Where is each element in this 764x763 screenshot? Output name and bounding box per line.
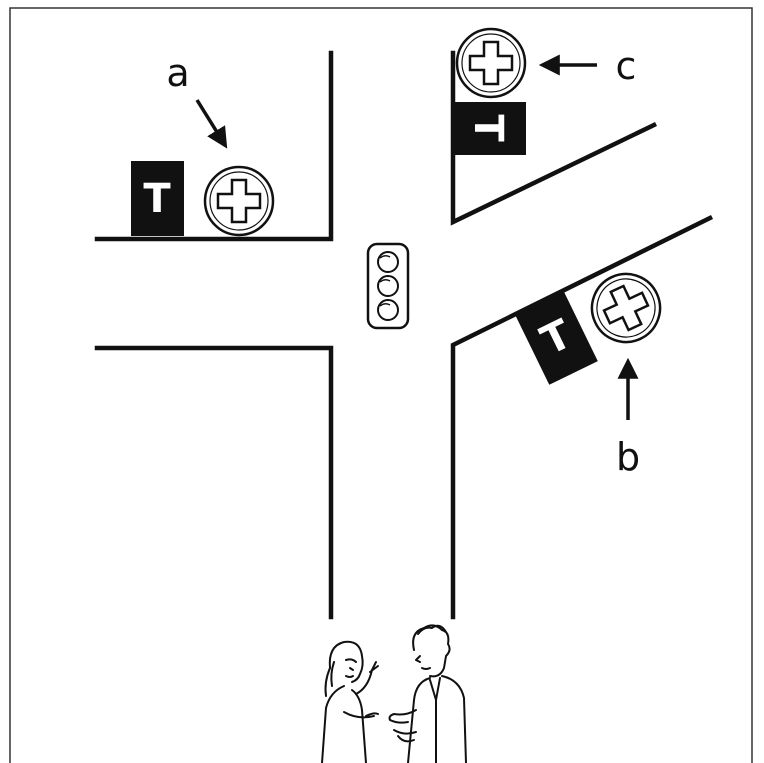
- label-b: b: [616, 435, 640, 479]
- pharmacy-cross-icon-a: [203, 165, 275, 237]
- frame: [9, 7, 753, 763]
- street-top-left-corner: [94, 50, 334, 242]
- telephone-letter-a: T: [143, 176, 171, 222]
- telephone-sign-c: T: [453, 102, 526, 155]
- pharmacy-cross-icon-c: [455, 27, 527, 99]
- street-bottom-right-corner: [450, 214, 714, 620]
- label-c: c: [616, 44, 637, 88]
- label-a: a: [166, 51, 189, 95]
- arrow-a: [195, 99, 228, 149]
- woman-figure: [321, 640, 379, 763]
- people-talking-icon: [321, 624, 467, 763]
- traffic-light-icon: [366, 242, 410, 330]
- telephone-sign-a: T: [131, 161, 184, 236]
- pharmacy-cross-icon-b: [590, 272, 662, 344]
- man-figure: [388, 624, 467, 763]
- street-bottom-left-corner: [94, 345, 334, 620]
- telephone-letter-c: T: [465, 114, 511, 142]
- telephone-sign-b: T: [514, 289, 598, 385]
